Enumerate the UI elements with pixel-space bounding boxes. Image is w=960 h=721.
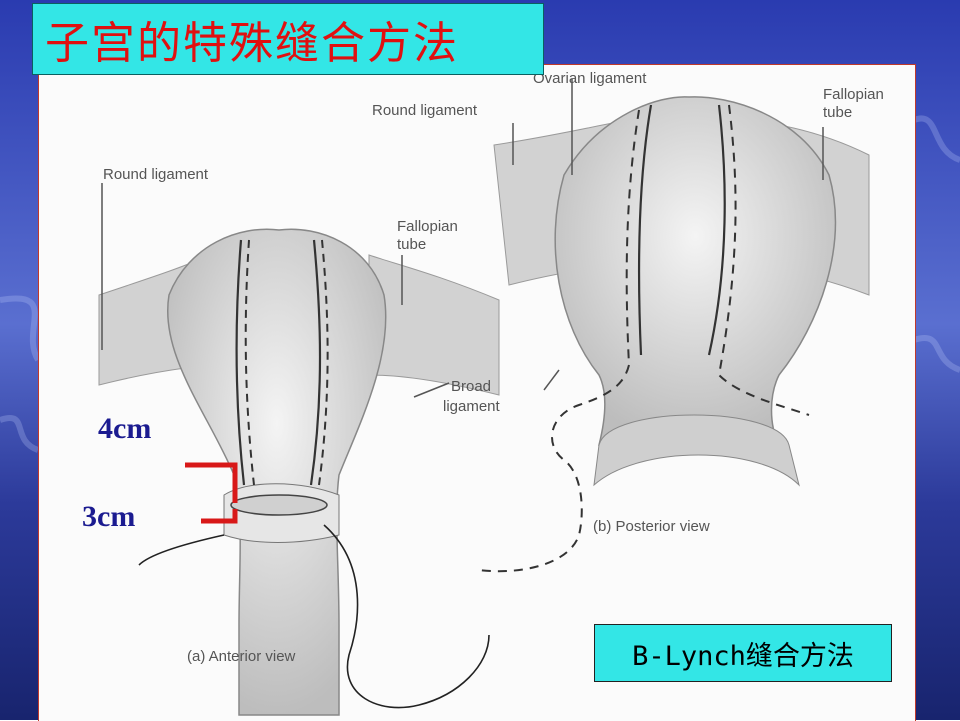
suture-thread	[138, 534, 225, 566]
posterior-suture-left-solid	[638, 104, 653, 356]
caption-box: B-Lynch缝合方法	[594, 624, 892, 682]
posterior-fallopian-label-line2: tube	[823, 104, 852, 121]
anterior-fallopian-label-line2: tube	[397, 236, 426, 253]
marker-3cm	[201, 509, 238, 524]
anterior-fallopian-label-line1: Fallopian	[397, 218, 458, 235]
dimension-label-3cm: 3cm	[82, 500, 136, 533]
posterior-ovarian-ligament-label: Ovarian ligament	[533, 70, 647, 87]
posterior-view-caption: (b) Posterior view	[593, 518, 710, 535]
posterior-fallopian-label-line1: Fallopian	[823, 86, 884, 103]
illustration-panel: Round ligament Fallopian tube Broad liga…	[38, 64, 916, 721]
dimension-label-4cm: 4cm	[98, 412, 152, 445]
posterior-round-ligament-label: Round ligament	[372, 102, 478, 119]
lower-segment-incision	[230, 494, 328, 516]
anterior-broad-label-line2: ligament	[443, 398, 501, 415]
slide-title-box: 子宫的特殊缝合方法	[32, 3, 544, 75]
uterus-illustration: Round ligament Fallopian tube Broad liga…	[98, 70, 884, 716]
suture-line-right	[309, 239, 322, 486]
anterior-round-ligament-label: Round ligament	[103, 166, 209, 183]
posterior-suture-right-solid	[707, 104, 726, 356]
anterior-view: Round ligament Fallopian tube Broad liga…	[98, 166, 501, 716]
posterior-uterus-body	[554, 96, 837, 446]
anterior-broad-label-line1: Broad	[451, 378, 491, 395]
caption-text: B-Lynch缝合方法	[632, 640, 854, 672]
dimension-markers	[185, 462, 238, 524]
posterior-view: Round ligament Ovarian ligament Fallopia…	[372, 70, 884, 573]
slide-title: 子宫的特殊缝合方法	[45, 18, 459, 69]
marker-4cm	[185, 462, 238, 503]
anterior-view-caption: (a) Anterior view	[187, 648, 296, 665]
suture-line-left	[235, 239, 246, 486]
